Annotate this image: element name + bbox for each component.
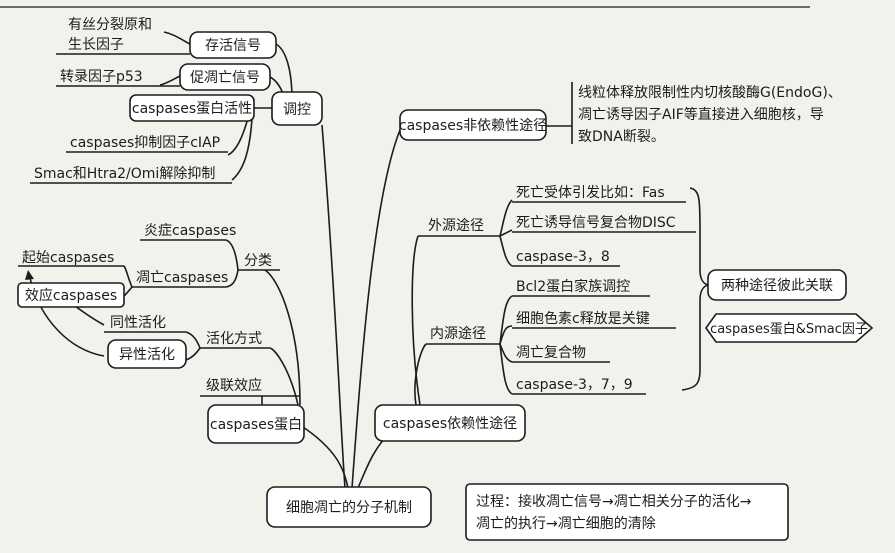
link-int-2 [499,325,513,345]
node-root[interactable] [266,486,432,528]
node-pro-apoptosis[interactable] [179,63,271,91]
ciap-label: caspases抑制因子cIAP [70,135,220,151]
link-dep-int [414,343,427,406]
link-dep-ext [411,235,421,406]
survival-src-2: 生长因子 [68,37,124,53]
node-caspases[interactable] [207,404,305,444]
p53-label: 转录因子p53 [60,69,143,85]
ext-item-2: 死亡诱导信号复合物DISC [516,214,676,231]
node-independent[interactable] [399,109,547,141]
regulation-label: 调控 [283,102,311,118]
link-act-hetero [185,347,201,361]
link-ext-3 [499,235,513,267]
activation-label: 活化方式 [206,331,262,347]
link-ext-2 [499,229,513,237]
node-process[interactable] [465,483,789,541]
int-label: 内源途径 [430,325,486,342]
link-int-1 [499,295,513,345]
node-effector[interactable] [17,282,125,308]
class-label: 分类 [244,253,272,269]
apop-label: 凋亡caspases [136,270,228,286]
effector-label: 效应caspases [25,287,117,304]
cascade-label: 级联效应 [206,377,262,394]
node-link-factor[interactable] [705,313,874,343]
branch-root-regulation [321,124,346,489]
casp-activity-label: caspases蛋白活性 [132,101,252,117]
survival-label: 存活信号 [205,38,261,54]
caspases-label: caspases蛋白 [210,417,302,433]
node-casp-activity[interactable] [129,94,255,122]
node-hetero[interactable] [107,339,187,369]
link-label: 两种途径彼此关联 [721,277,833,294]
indep-desc-2: 凋亡诱导因子AIF等直接进入细胞核，导 [578,106,824,123]
survival-src-1: 有丝分裂原和 [68,17,152,33]
node-dependent[interactable] [374,404,526,442]
init-label: 起始caspases [22,250,114,266]
link-casp-class [264,269,301,406]
independent-label: caspases非依赖性途径 [399,117,547,134]
process-line-1: 过程：接收凋亡信号→凋亡相关分子的活化→ [476,493,752,510]
link-activity-smac [231,117,253,181]
node-link[interactable] [707,269,847,301]
branch-root-independent [351,129,401,489]
link-survival-src [163,31,191,45]
link-pro-p53 [159,75,181,86]
ext-item-3: caspase-3，8 [516,249,610,265]
link-ext-1 [499,199,513,237]
process-line-2: 凋亡的执行→凋亡细胞的清除 [476,516,656,532]
smac-label: Smac和Htra2/Omi解除抑制 [34,166,215,182]
int-item-4: caspase-3，7，9 [516,377,633,393]
link-apop-eff [123,286,133,297]
link-act-homo [185,331,201,349]
link-class-apop [225,269,239,288]
node-regulation[interactable] [271,91,323,126]
pro-apoptosis-label: 促凋亡信号 [190,70,260,86]
link-factor-label: caspases蛋白&Smac因子 [710,321,868,337]
link-int-4 [499,343,513,395]
branch-root-caspases [299,424,349,489]
arrowhead-hetero [25,270,34,280]
homo-label: 同性活化 [110,315,166,331]
node-survival[interactable] [189,31,277,59]
dependent-label: caspases依赖性途径 [383,415,517,432]
inflam-label: 炎症caspases [144,223,236,239]
root-label: 细胞凋亡的分子机制 [286,500,412,516]
int-item-3: 凋亡复合物 [516,344,586,361]
ext-item-1: 死亡受体引发比如：Fas [516,185,665,201]
int-item-2: 细胞色素c释放是关键 [516,310,650,327]
indep-desc-3: 致DNA断裂。 [578,129,665,145]
int-item-1: Bcl2蛋白家族调控 [516,278,630,295]
link-apop-init [123,265,133,288]
ext-label: 外源途径 [428,217,484,234]
hetero-label: 异性活化 [119,347,175,363]
link-activity-ciap [227,117,249,156]
link-class-inflam [225,239,239,271]
indep-desc-1: 线粒体释放限制性内切核酸酶G(EndoG)、 [578,85,842,101]
bracket-pathways [681,187,709,391]
